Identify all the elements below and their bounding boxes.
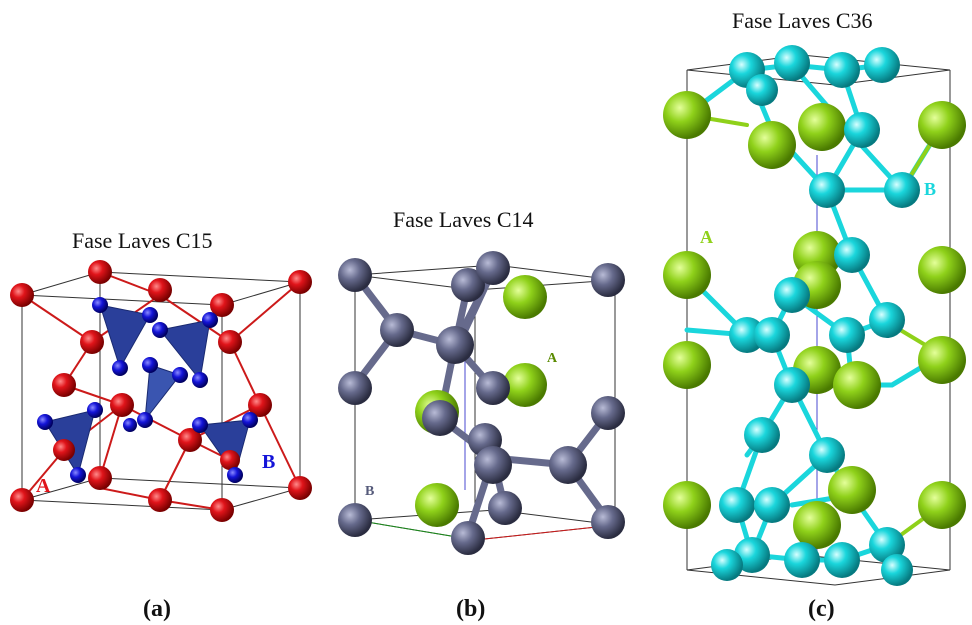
panel-b-caption: (b) (456, 596, 486, 622)
c15-structure: A B (10, 260, 312, 522)
panel-b-label-a: A (547, 351, 558, 366)
panel-c-label-a: A (700, 227, 713, 247)
b-site-atoms (37, 297, 258, 483)
panel-a-label-a: A (36, 475, 51, 497)
b-site-tetrahedra (44, 304, 251, 477)
panel-b-label-b: B (365, 484, 374, 499)
b-site-atoms (711, 45, 920, 586)
panel-a-title: Fase Laves C15 (72, 228, 213, 253)
panel-c-label-b: B (924, 179, 936, 199)
panel-c-caption: (c) (808, 596, 835, 622)
c14-structure: A B (338, 251, 625, 555)
c36-structure: A B (663, 45, 966, 586)
b-site-atoms (338, 251, 625, 555)
b-site-bonds (351, 266, 612, 539)
panel-a-label-b: B (262, 451, 275, 473)
panel-a-caption: (a) (143, 596, 171, 622)
panel-b-title: Fase Laves C14 (393, 207, 534, 232)
panel-c-title: Fase Laves C36 (732, 8, 873, 33)
a-site-atoms (10, 260, 312, 522)
